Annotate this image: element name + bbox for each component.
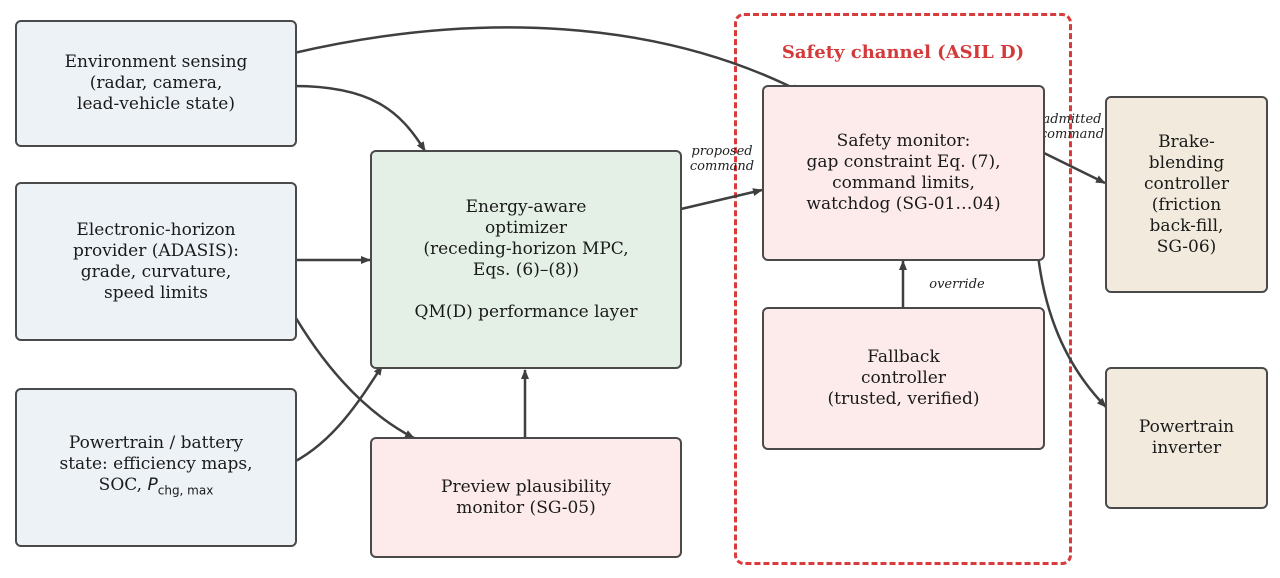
edge-label-proposed-command: proposed command — [689, 144, 755, 174]
edge-powertrain-to-optimizer — [293, 365, 384, 464]
safety-channel-title: Safety channel (ASIL D) — [781, 42, 1025, 63]
node-fallback-controller: Fallback controller (trusted, verified) — [762, 307, 1045, 450]
node-energy-aware-optimizer: Energy-aware optimizer (receding-horizon… — [370, 150, 682, 369]
edge-safety-monitor-to-brake-blending — [1043, 151, 1106, 185]
node-preview-plausibility-monitor: Preview plausibility monitor (SG-05) — [370, 437, 682, 558]
node-safety-monitor: Safety monitor: gap constraint Eq. (7), … — [762, 85, 1045, 261]
node-electronic-horizon-provider: Electronic-horizon provider (ADASIS): gr… — [15, 182, 297, 341]
node-powertrain-inverter: Powertrain inverter — [1105, 367, 1268, 509]
node-powertrain-battery-state: Powertrain / battery state: efficiency m… — [15, 388, 297, 547]
edge-env-to-optimizer — [293, 84, 427, 152]
safety-channel-boundary — [734, 13, 1072, 565]
node-environment-sensing: Environment sensing (radar, camera, lead… — [15, 20, 297, 147]
edge-safety-monitor-to-inverter — [1034, 231, 1107, 408]
edge-label-admitted-command: admitted command — [1039, 112, 1105, 142]
node-brake-blending-controller: Brake- blending controller (friction bac… — [1105, 96, 1268, 293]
soc-pchg-line: SOC, Pchg, max — [98, 475, 214, 498]
edge-env-to-safety-monitor — [293, 26, 802, 94]
edge-label-override: override — [929, 277, 985, 292]
edge-optimizer-to-safety-monitor — [680, 188, 763, 211]
edge-horizon-to-plausibility — [288, 307, 415, 440]
